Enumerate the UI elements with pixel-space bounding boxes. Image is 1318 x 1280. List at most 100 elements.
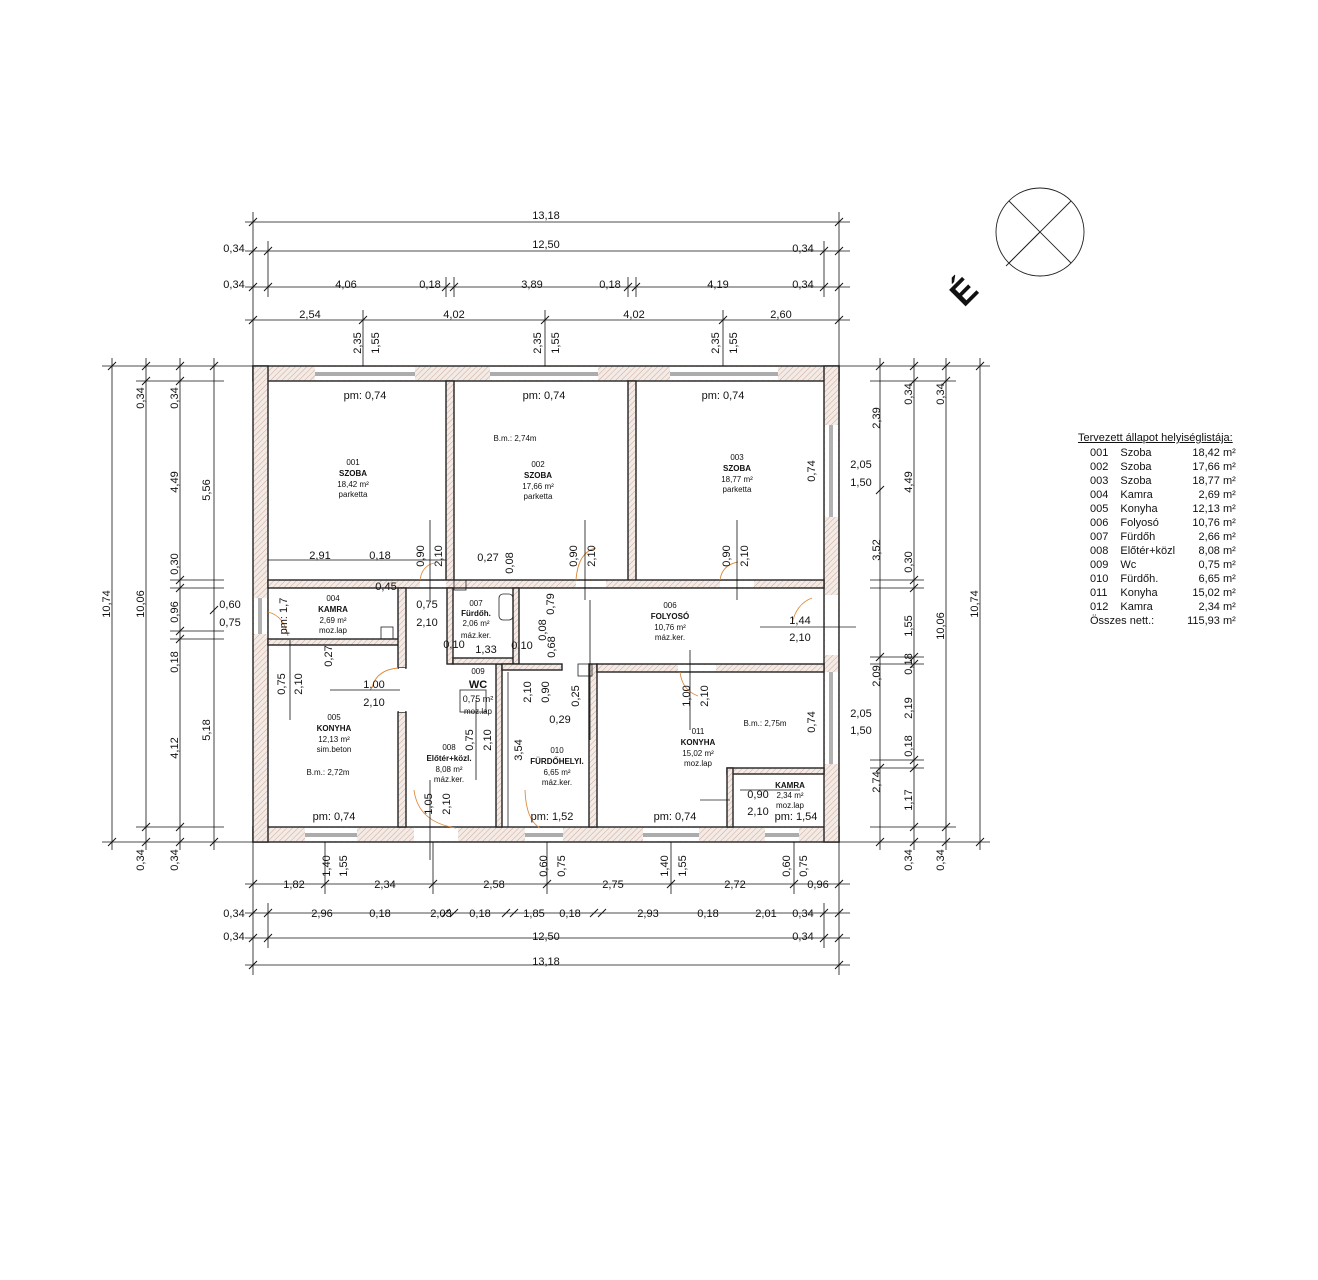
sill-heights: pm: 0,74 pm: 0,74 pm: 0,74 0,74 0,74 pm:…	[278, 390, 818, 823]
room-005-floor: sim.beton	[317, 745, 352, 754]
wall-010-top	[501, 663, 563, 671]
dim-win2-h1: 2,35	[532, 332, 544, 353]
window-001	[315, 367, 415, 380]
room-007-floor: máz.ker.	[461, 631, 491, 640]
dim-bot-r2-1: 2,96	[311, 908, 332, 920]
dim-bwin4-h2: 0,75	[798, 855, 810, 876]
room-002-num: 002	[531, 460, 545, 469]
dimension-tick	[248, 315, 258, 325]
schedule-name: Szoba	[1120, 447, 1152, 459]
idim-2: 0,90	[415, 545, 427, 566]
idim-10: 0,45	[375, 581, 396, 593]
dimension-tick	[509, 908, 519, 918]
north-arrow	[995, 187, 1085, 277]
dimension-tick	[441, 282, 451, 292]
dimension-tick	[209, 361, 219, 371]
schedule-area: 18,77 m²	[1192, 475, 1236, 487]
dim-top-r3-1: 4,06	[335, 279, 356, 291]
idim-24: 0,75	[464, 729, 476, 750]
dimension-tick	[248, 933, 258, 943]
idim-25: 2,10	[482, 729, 494, 750]
window-011-b	[643, 828, 699, 841]
sill-005: pm: 0,74	[313, 811, 356, 823]
room-008-area: 8,08 m²	[435, 765, 462, 774]
dim-right-r3-4: 0,18	[903, 653, 915, 674]
dimension-tick	[909, 583, 919, 593]
room-008-floor: máz.ker.	[434, 775, 464, 784]
dim-left-r3-1: 4,49	[169, 471, 181, 492]
dim-right-r4-1: 3,52	[871, 539, 883, 560]
dimension-tick	[941, 837, 951, 847]
wall-004-005	[267, 638, 405, 646]
schedule-name: Szoba	[1120, 461, 1152, 473]
dim-right-r4-2: 2,09	[871, 665, 883, 686]
dim-left-r3-2: 0,30	[169, 553, 181, 574]
door-swing-004	[267, 611, 289, 637]
dimension-tick	[141, 361, 151, 371]
dimension-tick	[589, 908, 599, 918]
room-011-height: B.m.: 2,75m	[743, 719, 786, 728]
idim-28: 3,54	[513, 739, 525, 760]
wall-007-right	[512, 587, 520, 665]
idim-19: 0,27	[323, 645, 335, 666]
sill-001: pm: 0,74	[344, 390, 387, 402]
dim-top-r3-0: 0,34	[223, 279, 244, 291]
door-swing-003	[719, 561, 739, 581]
dim-bot-wall-right: 0,34	[792, 931, 813, 943]
dimension-tick	[909, 659, 919, 669]
sill-011-side: 0,74	[806, 711, 818, 732]
dim-right-r3-3: 1,55	[903, 615, 915, 636]
bathtub	[498, 593, 514, 621]
dimension-tick	[358, 315, 368, 325]
dimension-tick	[248, 960, 258, 970]
room-004-area: 2,69 m²	[319, 616, 346, 625]
room-010-area: 6,65 m²	[543, 768, 570, 777]
schedule-num: 009	[1090, 559, 1109, 571]
dim-right-r3-0: 0,34	[903, 383, 915, 404]
room-004-num: 004	[326, 594, 340, 603]
idim-5: 0,08	[504, 552, 516, 573]
idim-38: 2,10	[747, 806, 768, 818]
dim-win1-h1: 2,35	[352, 332, 364, 353]
room-012-name: KAMRA	[775, 781, 805, 790]
glazing	[258, 372, 833, 837]
dimension-tick	[141, 822, 151, 832]
idim-37: 0,90	[747, 789, 768, 801]
dim-bot-r1-0: 1,82	[283, 879, 304, 891]
room-002-name: SZOBA	[524, 471, 552, 480]
schedule-area: 2,34 m²	[1198, 601, 1236, 613]
schedule-total-row: Összes nett.:115,93 m²	[1078, 614, 1236, 628]
dimension-ticks	[107, 217, 985, 970]
dim-left-r3-5: 4,12	[169, 737, 181, 758]
room-labels: 001 SZOBA 18,42 m² parketta B.m.: 2,74m …	[306, 434, 805, 810]
dim-top-r4-3: 2,60	[770, 309, 791, 321]
dimension-tick	[175, 822, 185, 832]
dimension-tick	[175, 837, 185, 847]
dim-right-win2-2: 1,50	[850, 725, 871, 737]
dim-left-r3-0b: 0,34	[169, 387, 181, 408]
idim-12: 2,10	[416, 617, 437, 629]
sill-004: pm: 1,7	[278, 598, 290, 635]
dimension-tick	[941, 822, 951, 832]
dim-bot-r2-10: 0,34	[792, 908, 813, 920]
door-swing-002	[575, 547, 597, 581]
room-011-area: 15,02 m²	[682, 749, 714, 758]
dim-bwin1-h2: 1,55	[338, 855, 350, 876]
dimension-tick	[834, 315, 844, 325]
dim-bot-r1-2: 2,58	[483, 879, 504, 891]
dimension-tick	[175, 376, 185, 386]
dimension-tick	[209, 605, 219, 615]
dimension-tick	[428, 879, 438, 889]
dimension-tick	[107, 837, 117, 847]
dimension-tick	[975, 361, 985, 371]
dim-top-r3-4: 0,18	[599, 279, 620, 291]
dim-left-r4-1: 5,18	[201, 719, 213, 740]
room-005-height: B.m.: 2,72m	[306, 768, 349, 777]
dimension-tick	[141, 837, 151, 847]
schedule-name: Konyha	[1120, 587, 1158, 599]
